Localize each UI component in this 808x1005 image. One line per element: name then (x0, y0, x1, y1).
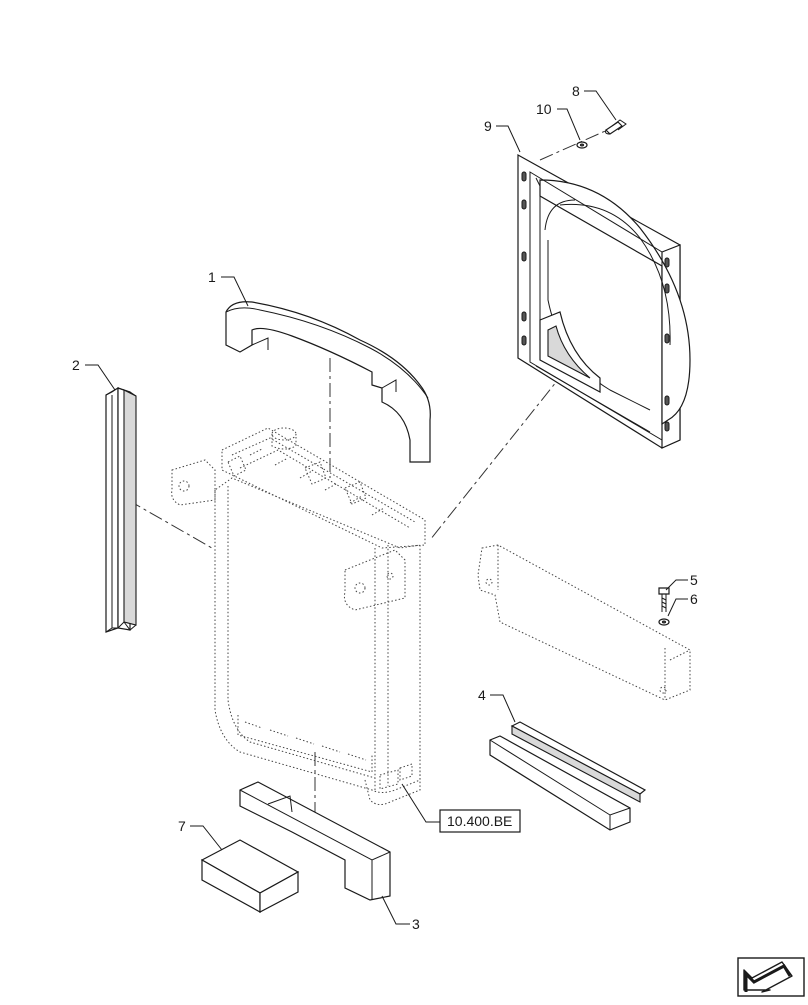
callout-6: 6 (690, 591, 698, 607)
reference-link-box[interactable]: 10.400.BE (439, 809, 521, 833)
callout-3: 3 (412, 916, 420, 932)
bolt-part-8 (605, 119, 627, 135)
callout-1: 1 (208, 269, 216, 285)
seal-strip-part-2 (105, 386, 137, 633)
pad-part-7 (200, 839, 300, 914)
callout-4: 4 (478, 687, 486, 703)
top-seal-part-1 (225, 301, 431, 463)
callout-7: 7 (178, 818, 186, 834)
bolt-part-5 (658, 587, 670, 612)
radiator-phantom (171, 427, 426, 806)
callout-5: 5 (690, 572, 698, 588)
callout-8: 8 (572, 83, 580, 99)
callout-10: 10 (536, 101, 552, 117)
callout-9: 9 (484, 118, 492, 134)
arrow-next-page-icon[interactable] (737, 957, 805, 997)
washer-part-10 (576, 141, 588, 149)
fan-shroud-part-9 (517, 153, 691, 449)
seal-strip-part-4 (489, 721, 647, 831)
bottom-block-part-3 (239, 781, 391, 901)
callout-2: 2 (72, 357, 80, 373)
washer-part-6 (658, 618, 670, 626)
baffle-phantom (477, 544, 691, 701)
callouts: 1 2 3 4 5 6 7 8 9 10 (72, 83, 698, 932)
leader-lines (85, 90, 688, 925)
reference-label: 10.400.BE (447, 813, 512, 829)
